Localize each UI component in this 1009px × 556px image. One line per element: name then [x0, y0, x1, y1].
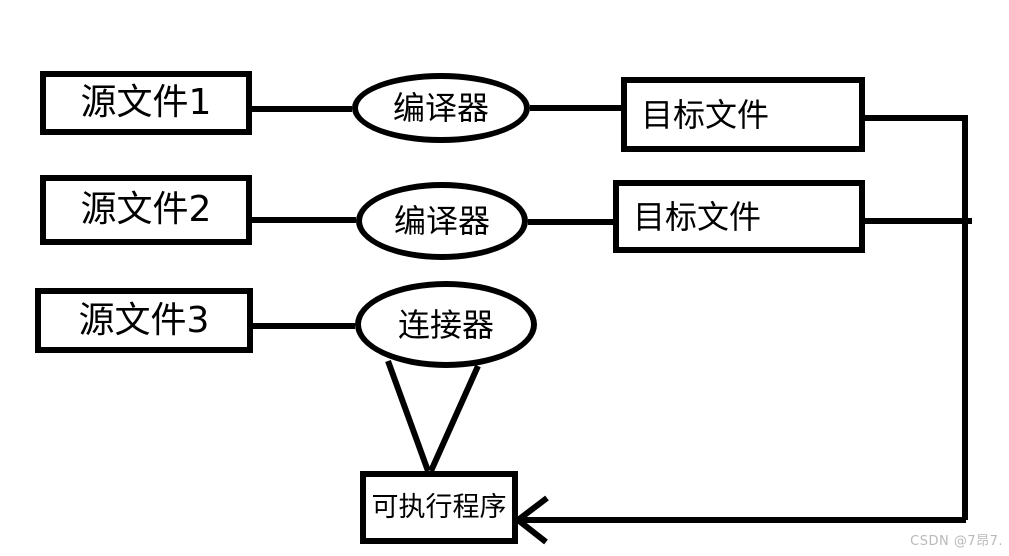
node-compiler-1: 编译器 [352, 73, 530, 143]
node-executable-program: 可执行程序 [360, 471, 518, 544]
node-compiler-2: 编译器 [356, 182, 528, 260]
node-executable-program-label: 可执行程序 [371, 492, 507, 523]
node-compiler-2-label: 编译器 [393, 202, 490, 240]
node-compiler-1-label: 编译器 [392, 89, 489, 127]
connector-linker-executable-right [428, 364, 481, 473]
node-source-file-3: 源文件3 [35, 288, 253, 353]
node-object-file-2-label: 目标文件 [633, 197, 762, 236]
node-object-file-1-label: 目标文件 [641, 95, 770, 134]
node-linker: 连接器 [355, 281, 537, 368]
node-source-file-2-label: 源文件2 [80, 189, 212, 230]
node-linker-label: 连接器 [397, 305, 494, 344]
arrowhead-into-executable [513, 495, 549, 545]
node-source-file-2: 源文件2 [40, 175, 252, 245]
csdn-watermark: CSDN @7昂7. [910, 534, 1003, 549]
node-source-file-3-label: 源文件3 [78, 299, 210, 341]
node-source-file-1-label: 源文件1 [80, 82, 212, 123]
node-object-file-2: 目标文件 [613, 180, 865, 253]
node-object-file-1: 目标文件 [621, 77, 865, 152]
node-source-file-1: 源文件1 [40, 71, 252, 135]
connector-linker-executable-left [385, 359, 431, 473]
